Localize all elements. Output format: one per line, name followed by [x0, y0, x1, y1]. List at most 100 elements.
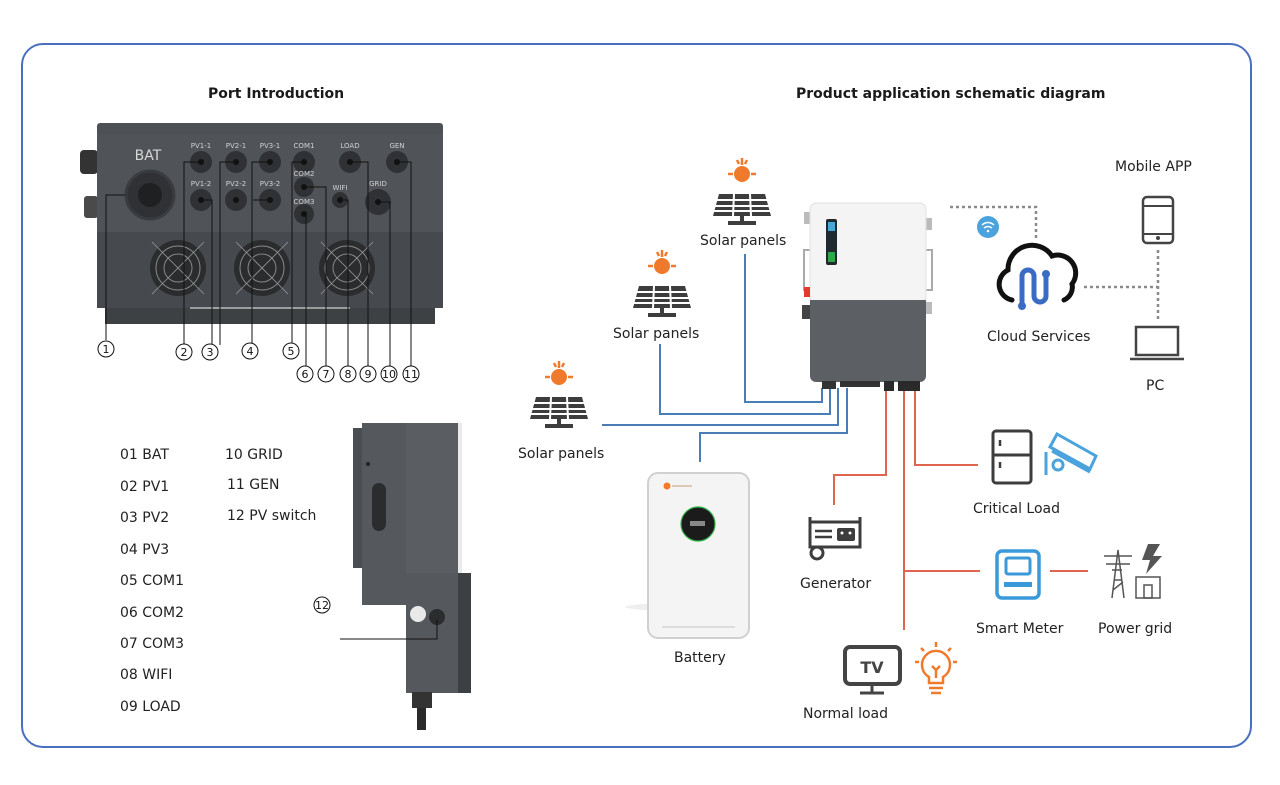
legend-item: 04 PV3: [120, 542, 170, 558]
callout-number: 7: [317, 365, 335, 383]
legend-item: 07 COM3: [120, 636, 185, 652]
legend-item: 03 PV2: [120, 510, 170, 526]
svg-text:9: 9: [365, 368, 372, 381]
port-introduction-title: Port Introduction: [208, 86, 345, 102]
schematic-title: Product application schematic diagram: [796, 86, 1106, 102]
bat-port-center: [138, 183, 162, 207]
solar-panel-icon: [528, 359, 590, 430]
callout-number: 1: [97, 340, 115, 358]
callout-number: 11: [402, 365, 420, 383]
svg-text:1: 1: [103, 343, 110, 356]
legend-item: 12 PV switch: [227, 508, 317, 524]
svg-text:12: 12: [315, 599, 329, 612]
solar-panels-label: Solar panels: [700, 233, 787, 249]
outer-frame: [21, 43, 1252, 748]
generator-label: Generator: [800, 576, 872, 592]
refrigerator-icon: [991, 429, 1033, 485]
bat-port-label: BAT: [135, 148, 162, 164]
power-grid-label: Power grid: [1098, 621, 1173, 637]
battery-brand-logo: [663, 482, 671, 490]
callout-leader-lines: [105, 161, 412, 366]
legend-item: 09 LOAD: [120, 699, 181, 715]
legend-item: 10 GRID: [225, 447, 283, 463]
solar-panels-label: Solar panels: [613, 326, 700, 342]
generator-icon: [808, 517, 862, 561]
side-knob: [80, 150, 98, 174]
callout-number: 4: [241, 342, 259, 360]
port-label-pv1-2: PV1-2: [191, 180, 211, 188]
svg-text:6: 6: [302, 368, 309, 381]
communication-links: [950, 205, 1160, 322]
legend-item: 08 WIFI: [120, 667, 173, 683]
port-label-grid: GRID: [369, 180, 387, 188]
tv-icon: TV: [843, 645, 902, 695]
ac-wiring: [833, 388, 1088, 630]
inverter-side-view: [353, 423, 471, 730]
security-camera-icon: [1044, 431, 1098, 475]
port-label-load: LOAD: [340, 142, 359, 150]
svg-text:11: 11: [404, 368, 418, 381]
callout-number: 9: [359, 365, 377, 383]
solar-panel-icon: [631, 248, 693, 319]
pc-label: PC: [1146, 378, 1165, 394]
battery-unit: [625, 472, 750, 639]
callout-number: 2: [175, 343, 193, 361]
port-label-com2: COM2: [294, 170, 315, 178]
cooling-fan-icon: [319, 240, 375, 296]
inverter-red-switch: [804, 287, 810, 297]
light-bulb-icon: [915, 642, 957, 695]
port-label-wifi: WIFI: [332, 184, 347, 192]
legend-item: 02 PV1: [120, 479, 170, 495]
svg-text:8: 8: [345, 368, 352, 381]
port-label-pv3-2: PV3-2: [260, 180, 280, 188]
port-label-pv3-1: PV3-1: [260, 142, 280, 150]
port-label-pv2-1: PV2-1: [226, 142, 246, 150]
hybrid-inverter: [802, 202, 933, 391]
callout-number: 10: [380, 365, 398, 383]
inverter-base: [105, 308, 435, 324]
callout-number: 5: [282, 342, 300, 360]
pv-switch-leader-line: [340, 620, 438, 640]
port-label-gen: GEN: [389, 142, 404, 150]
inverter-lid: [97, 123, 443, 137]
port-label-com1: COM1: [294, 142, 315, 150]
cloud-services-icon: [996, 242, 1079, 310]
svg-text:10: 10: [382, 368, 396, 381]
legend-item: 01 BAT: [120, 447, 169, 463]
svg-text:TV: TV: [860, 658, 884, 677]
callout-number: 3: [201, 343, 219, 361]
solar-panels-label: Solar panels: [518, 446, 605, 462]
port-label-pv2-2: PV2-2: [226, 180, 246, 188]
callout-number: 12: [313, 596, 331, 614]
port-label-pv1-1: PV1-1: [191, 142, 211, 150]
callout-number: 6: [296, 365, 314, 383]
svg-text:7: 7: [323, 368, 330, 381]
wifi-icon: [977, 216, 999, 238]
critical-load-label: Critical Load: [973, 501, 1061, 517]
callout-number: 8: [339, 365, 357, 383]
normal-load-label: Normal load: [803, 706, 889, 722]
smart-meter-icon: [995, 549, 1041, 600]
smart-meter-label: Smart Meter: [976, 621, 1064, 637]
side-connector: [84, 196, 98, 218]
legend-item: 05 COM1: [120, 573, 185, 589]
solar-panel-icon: [711, 156, 773, 227]
cooling-fan-icon: [150, 240, 206, 296]
port-label-com3: COM3: [294, 198, 315, 206]
battery-label: Battery: [674, 650, 726, 666]
dc-wiring: [602, 254, 848, 462]
svg-text:3: 3: [207, 346, 214, 359]
cloud-services-label: Cloud Services: [987, 329, 1091, 345]
svg-text:4: 4: [247, 345, 254, 358]
pv-switch: [429, 609, 445, 625]
mobile-app-label: Mobile APP: [1115, 159, 1192, 175]
svg-text:5: 5: [288, 345, 295, 358]
svg-text:2: 2: [181, 346, 188, 359]
power-grid-icon: [1104, 544, 1162, 599]
legend-item: 11 GEN: [227, 477, 280, 493]
mobile-phone-icon: [1141, 195, 1175, 245]
legend-item: 06 COM2: [120, 605, 185, 621]
cooling-fan-icon: [234, 240, 290, 296]
laptop-pc-icon: [1130, 325, 1184, 361]
